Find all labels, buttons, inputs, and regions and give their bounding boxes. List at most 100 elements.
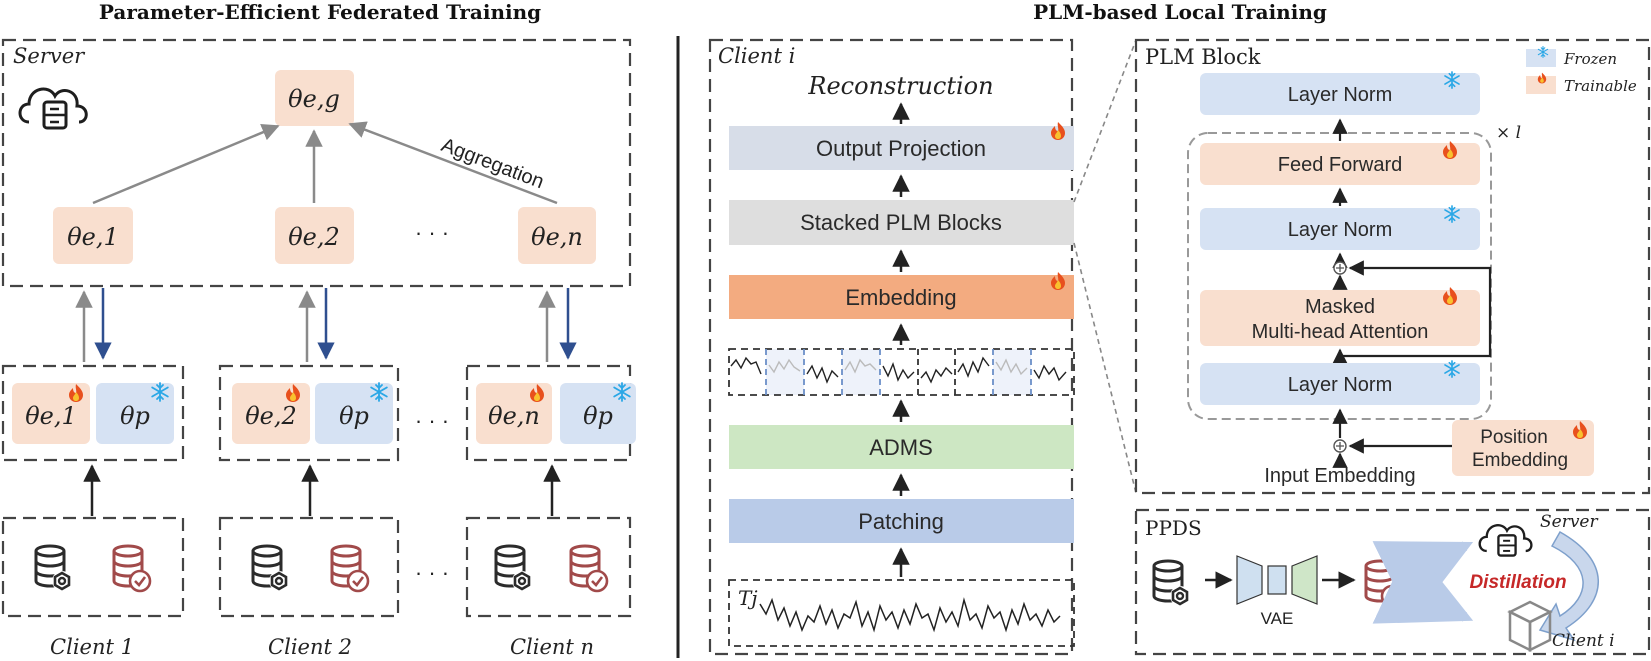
right-title: PLM-based Local Training — [1033, 0, 1327, 24]
patching-box — [729, 499, 1074, 543]
ppds-synthetic-database-icon — [1364, 559, 1404, 608]
output-projection-box — [729, 126, 1074, 170]
patching-label: Patching — [858, 509, 944, 534]
distillation-arrow — [1538, 530, 1599, 642]
client-i-label: Client i — [718, 44, 795, 68]
ppds-local-database-icon — [1152, 559, 1192, 608]
patch-strip — [728, 348, 1075, 396]
agg-arrow-1 — [92, 123, 280, 205]
server-dots: · · · — [415, 220, 449, 245]
client-data-n — [465, 516, 632, 618]
layer-norm-mid-label: Layer Norm — [1288, 219, 1392, 241]
server-param-box-1 — [53, 207, 133, 264]
residual-skip — [1340, 260, 1492, 358]
global-param: θe,g — [288, 85, 340, 113]
agg-arrow-n — [348, 121, 558, 205]
output-projection-label: Output Projection — [816, 136, 986, 161]
ppds-box — [1134, 508, 1651, 656]
client-params-n: θe,n θp — [465, 364, 636, 462]
local-database-icon — [494, 544, 534, 593]
series-label: Tj — [738, 586, 758, 610]
embedding-box — [729, 275, 1074, 319]
attention-box — [1200, 290, 1480, 346]
feed-forward-box — [1200, 143, 1480, 185]
server-param-box-n — [518, 207, 596, 264]
layer-norm-bottom-box — [1200, 363, 1480, 405]
server-box — [1, 38, 632, 288]
client-1-label: Client 1 — [50, 635, 134, 659]
client-data-2 — [218, 516, 400, 618]
vae-label: VAE — [1261, 609, 1294, 628]
client-cube-icon — [1507, 600, 1553, 653]
client-params-1: θe,1 θp — [1, 364, 185, 462]
distillation-label: Distillation — [1469, 572, 1566, 593]
feed-forward-label: Feed Forward — [1278, 154, 1403, 176]
legend-frozen-swatch — [1526, 49, 1556, 67]
legend-trainable-label: Trainable — [1564, 77, 1637, 95]
share-arrow-server — [1372, 541, 1474, 622]
layer-norm-top-label: Layer Norm — [1288, 84, 1392, 106]
server-param-1: θe,1 — [67, 223, 119, 251]
synthetic-database-icon — [112, 544, 152, 593]
left-title: Parameter-Efficient Federated Training — [99, 0, 541, 24]
synthetic-database-icon — [569, 544, 609, 593]
input-series-box — [728, 579, 1075, 647]
position-embedding-label-2: Embedding — [1472, 450, 1568, 471]
server-param-n: θe,n — [531, 223, 583, 251]
ppds-client-label: Client i — [1552, 631, 1615, 651]
zoom-line-top — [1073, 39, 1137, 203]
ppds-server-cloud-icon — [1478, 524, 1533, 557]
server-param-2: θe,2 — [288, 223, 340, 251]
stacked-plm-box — [729, 200, 1074, 245]
plm-block-box — [1134, 38, 1651, 495]
client-n-label: Client n — [510, 635, 594, 659]
vae-icon — [1236, 555, 1318, 605]
legend-trainable-swatch — [1526, 76, 1556, 94]
client-i-box — [708, 38, 1074, 656]
ppds-title: PPDS — [1145, 516, 1202, 540]
position-embedding-label-1: Position — [1480, 427, 1548, 448]
input-series-line — [759, 597, 1061, 633]
client-params-dots: · · · — [415, 408, 449, 433]
global-param-box — [275, 70, 354, 126]
share-arrow-client — [1372, 542, 1474, 624]
embedding-label: Embedding — [845, 285, 956, 310]
client1-frozen: θp — [120, 402, 150, 430]
attention-label-1: Masked — [1305, 296, 1375, 318]
client2-trainable: θe,2 — [245, 402, 297, 430]
ppds-server-label: Server — [1540, 512, 1598, 532]
client2-frozen: θp — [339, 402, 369, 430]
repeat-label: × l — [1496, 123, 1521, 143]
clientn-trainable: θe,n — [488, 402, 540, 430]
client1-trainable: θe,1 — [25, 402, 77, 430]
position-embedding-box — [1452, 420, 1594, 476]
flame-icon — [1051, 122, 1065, 140]
server-label: Server — [13, 44, 86, 68]
client-data-1 — [1, 516, 185, 618]
local-database-icon — [34, 544, 74, 593]
plm-block-title: PLM Block — [1145, 45, 1261, 69]
legend-frozen-label: Frozen — [1563, 50, 1617, 68]
flame-icon — [1537, 72, 1547, 84]
client-2-label: Client 2 — [268, 635, 352, 659]
layer-norm-mid-box — [1200, 208, 1480, 250]
clientn-frozen: θp — [583, 402, 613, 430]
flame-icon — [1051, 272, 1065, 290]
stacked-plm-label: Stacked PLM Blocks — [800, 210, 1002, 235]
zoom-line-bottom — [1073, 242, 1137, 494]
server-param-box-2 — [275, 207, 354, 264]
client-data-dots: · · · — [415, 560, 449, 585]
attention-label-2: Multi-head Attention — [1252, 321, 1429, 343]
adms-box — [729, 425, 1074, 469]
layer-norm-top-box — [1200, 73, 1480, 115]
server-cloud-icon — [18, 87, 88, 130]
input-embedding-label: Input Embedding — [1264, 465, 1415, 487]
local-database-icon — [251, 544, 291, 593]
layer-norm-bottom-label: Layer Norm — [1288, 374, 1392, 396]
client-params-2: θe,2 θp — [218, 364, 400, 462]
adms-label: ADMS — [869, 435, 933, 460]
reconstruction-label: Reconstruction — [807, 72, 993, 100]
flame-icon — [1443, 287, 1457, 305]
synthetic-database-icon — [330, 544, 370, 593]
